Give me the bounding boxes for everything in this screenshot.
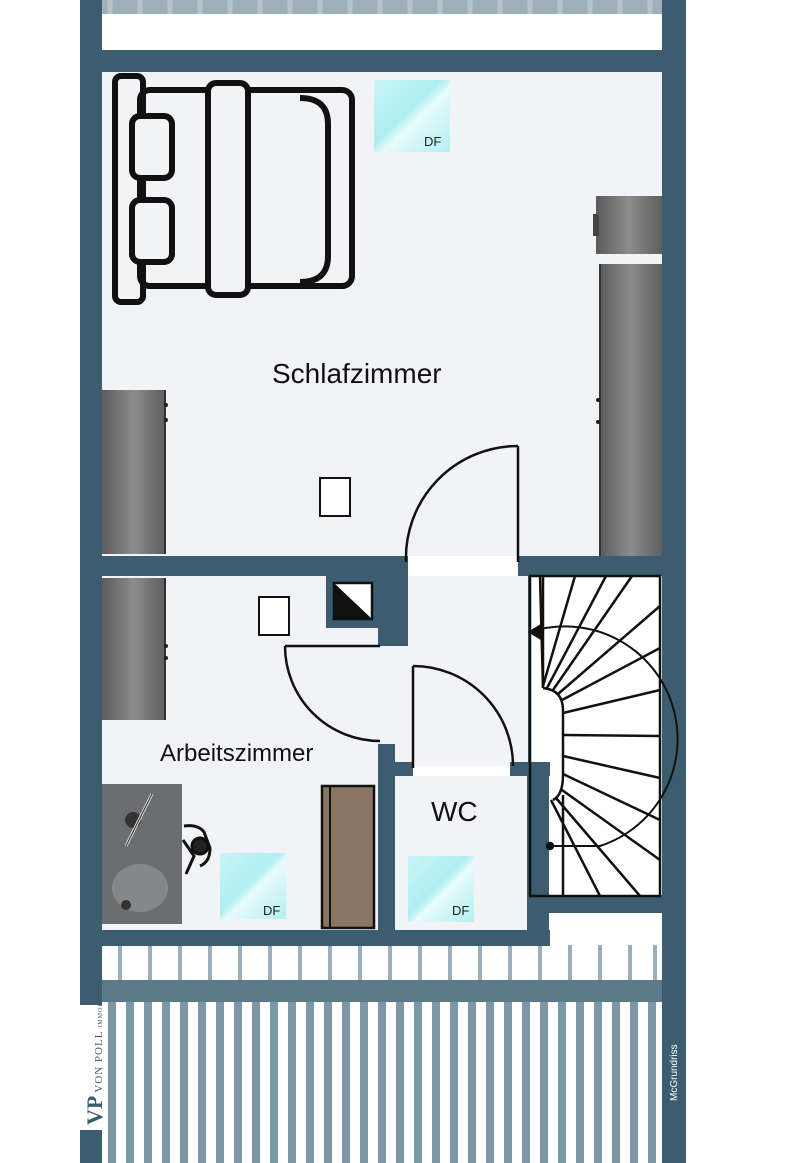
door-panel [320, 784, 376, 930]
credit-text: McGrundriss [669, 1044, 680, 1101]
skylight-label-wc: DF [452, 903, 470, 918]
right-outer-wall [662, 0, 686, 1163]
desk [102, 784, 182, 924]
shaft-symbol [332, 581, 374, 621]
office-chair [181, 824, 212, 875]
staircase [527, 574, 679, 898]
nightstand [593, 196, 662, 254]
brand-logo: VP VON POLL IMMOBILIEN [80, 981, 107, 1130]
door-wc [411, 664, 515, 768]
wardrobe-left-bedroom [102, 390, 168, 554]
ceiling-fixture-office [258, 596, 290, 636]
interior-walls [80, 556, 662, 946]
credit-badge: McGrundriss [666, 1023, 684, 1103]
ceiling-fixture-bedroom [319, 477, 351, 517]
floor-schlafzimmer [102, 72, 662, 556]
skylight-bedroom [374, 80, 450, 152]
cabinet-arbeitszimmer [102, 578, 168, 720]
skylight-office [220, 853, 286, 919]
skylight-label-office: DF [263, 903, 281, 918]
top-wall [80, 50, 686, 72]
balcony-bottom [80, 945, 686, 1163]
brand-name: VON POLL [93, 1030, 105, 1093]
wardrobe-right-bedroom [596, 264, 662, 556]
door-schlafzimmer [404, 444, 520, 563]
skylight-wc [408, 856, 474, 922]
balcony-top [80, 0, 686, 55]
brand-sub: IMMOBILIEN [98, 980, 104, 1028]
brand-mark: VP [82, 1095, 107, 1125]
double-bed [112, 73, 355, 305]
room-label-arbeitszimmer: Arbeitszimmer [160, 740, 314, 767]
room-label-wc: WC [431, 796, 478, 827]
skylight-label-bedroom: DF [424, 134, 442, 149]
left-outer-wall [80, 0, 102, 1163]
door-arbeitszimmer [283, 644, 381, 743]
room-label-schlafzimmer: Schlafzimmer [272, 358, 442, 389]
